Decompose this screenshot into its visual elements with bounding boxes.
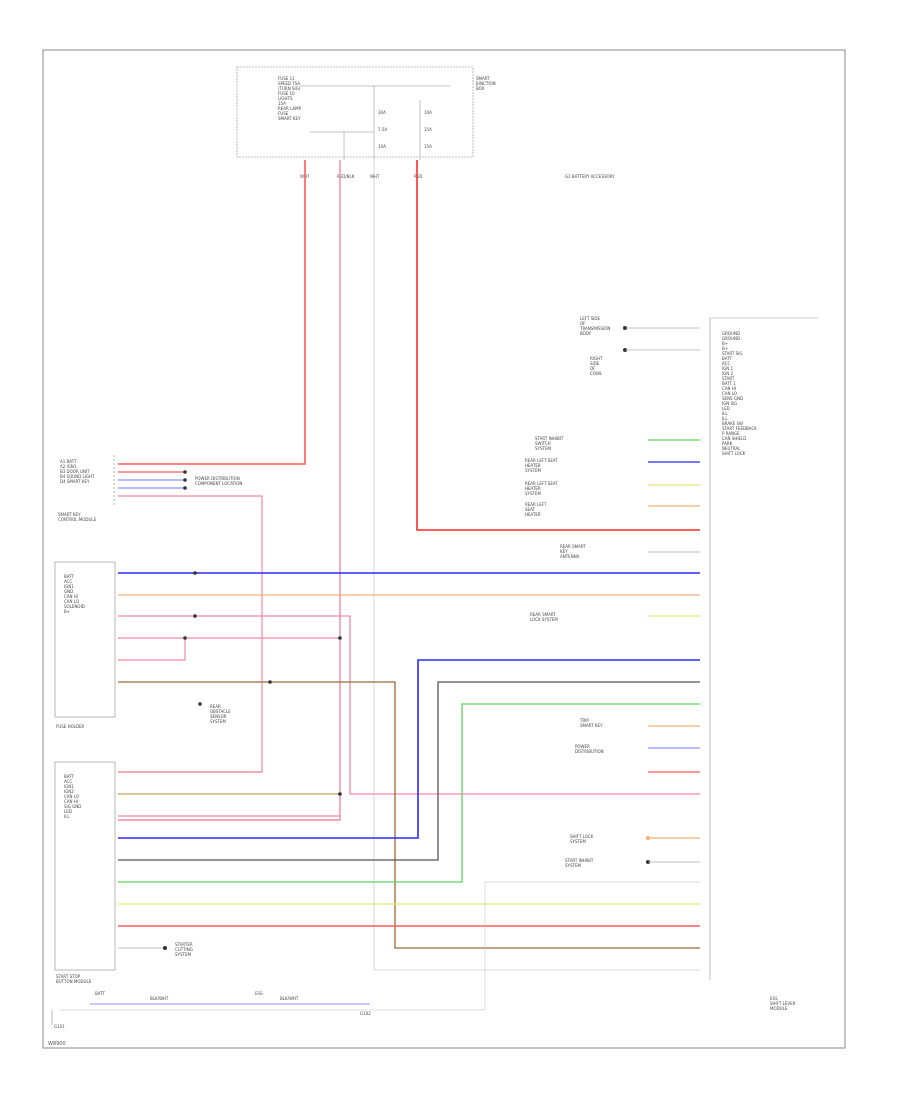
fuse-holder-label: FUSE HOLDER bbox=[56, 724, 85, 729]
fuse-15a: 15A bbox=[424, 127, 432, 132]
wire-red-right bbox=[416, 160, 700, 531]
bottom-label-3: ESS bbox=[255, 991, 263, 996]
fuse-30a: 30A bbox=[378, 110, 386, 115]
footer-code: W8900 bbox=[48, 1041, 66, 1047]
wire-brown bbox=[118, 681, 700, 949]
fuse-15a-b: 15A bbox=[424, 144, 432, 149]
wire-dark bbox=[118, 681, 700, 861]
fuse-10a-b: 10A bbox=[378, 144, 386, 149]
smart-junction-box bbox=[236, 66, 474, 158]
ground-note: G2 BATTERY ACCESSORY bbox=[565, 174, 615, 179]
wire-code-b: RED/BLK bbox=[337, 174, 355, 179]
wire-pink-long bbox=[118, 160, 341, 821]
wire-code-c: WHT bbox=[370, 174, 380, 179]
wire-blue-b bbox=[118, 659, 700, 839]
ground-label: G101 bbox=[54, 1024, 65, 1029]
fuse-75a: 7.5A bbox=[378, 127, 387, 132]
wire-pink-d4 bbox=[118, 495, 263, 773]
wire-green bbox=[118, 703, 700, 883]
wire-red-a1 bbox=[118, 160, 306, 465]
wire-code-d: RED bbox=[414, 174, 422, 179]
fuse-holder-box bbox=[54, 561, 116, 718]
bottom-label-1: BATT bbox=[95, 991, 106, 996]
bottom-label-5: G102 bbox=[360, 1011, 371, 1016]
wire-gray-long bbox=[373, 160, 700, 971]
bottom-label-4: BLK/WHT bbox=[280, 996, 299, 1001]
wire-pink-ign bbox=[118, 615, 700, 795]
fuse-10a: 10A bbox=[424, 110, 432, 115]
diagram-frame bbox=[42, 49, 846, 1049]
bottom-label-2: BLK/WHT bbox=[150, 996, 169, 1001]
start-stop-module-box bbox=[54, 761, 116, 971]
